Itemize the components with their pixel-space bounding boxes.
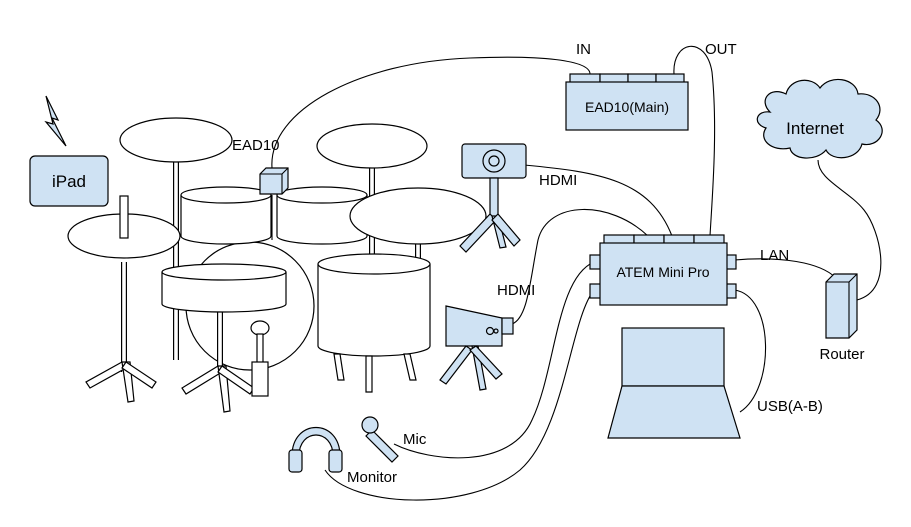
atem-label: ATEM Mini Pro bbox=[616, 264, 709, 280]
snare-drum bbox=[161, 263, 287, 313]
microphone-icon bbox=[361, 416, 399, 463]
rack-tom-right bbox=[276, 186, 368, 245]
cable-hdmi-left bbox=[511, 209, 649, 325]
ead10-sensor-label: EAD10 bbox=[232, 137, 280, 154]
ead10-sensor bbox=[259, 167, 289, 195]
ead10-main-label: EAD10(Main) bbox=[585, 99, 669, 115]
laptop-icon bbox=[607, 327, 741, 439]
mic-label: Mic bbox=[403, 431, 427, 448]
cable-usb bbox=[733, 289, 767, 413]
hihat-tripod bbox=[85, 361, 157, 403]
ipad-label: iPad bbox=[52, 172, 86, 191]
ead10-out-label: OUT bbox=[705, 41, 737, 58]
cable-lan bbox=[733, 258, 837, 279]
internet-label: Internet bbox=[786, 119, 844, 138]
camera-icon bbox=[459, 143, 527, 253]
cable-mic bbox=[393, 261, 595, 459]
headphones-icon bbox=[288, 426, 343, 473]
cable-internet bbox=[817, 159, 882, 301]
usb-label: USB(A-B) bbox=[757, 398, 823, 415]
crash-cymbal-right bbox=[316, 123, 428, 169]
ead10-in-label: IN bbox=[576, 41, 591, 58]
cloud-icon: Internet bbox=[756, 78, 883, 159]
cable-ead10-out bbox=[673, 45, 716, 237]
cables bbox=[271, 45, 882, 501]
router-device bbox=[825, 273, 858, 339]
cable-ead10-in bbox=[271, 56, 591, 169]
cable-hdmi-top bbox=[523, 164, 673, 237]
lightning-icon bbox=[44, 95, 67, 147]
cable-monitor bbox=[324, 289, 595, 501]
rack-tom-left bbox=[180, 186, 272, 245]
drum-throne bbox=[250, 320, 270, 397]
snare-tripod bbox=[181, 365, 255, 413]
hdmi-top-label: HDMI bbox=[539, 172, 577, 189]
hdmi-left-label: HDMI bbox=[497, 282, 535, 299]
router-label: Router bbox=[819, 346, 864, 363]
ipad-device: iPad bbox=[29, 155, 109, 207]
floor-tom bbox=[317, 253, 431, 393]
drum-kit bbox=[67, 117, 487, 413]
lan-label: LAN bbox=[760, 247, 789, 264]
ead10-main-device: EAD10(Main) bbox=[565, 73, 689, 131]
crash-cymbal-left bbox=[119, 117, 233, 163]
camera-side-icon bbox=[439, 305, 514, 391]
ride-cymbal bbox=[349, 187, 487, 245]
atem-mini-pro-device: ATEM Mini Pro bbox=[589, 234, 737, 306]
monitor-label: Monitor bbox=[347, 469, 397, 486]
